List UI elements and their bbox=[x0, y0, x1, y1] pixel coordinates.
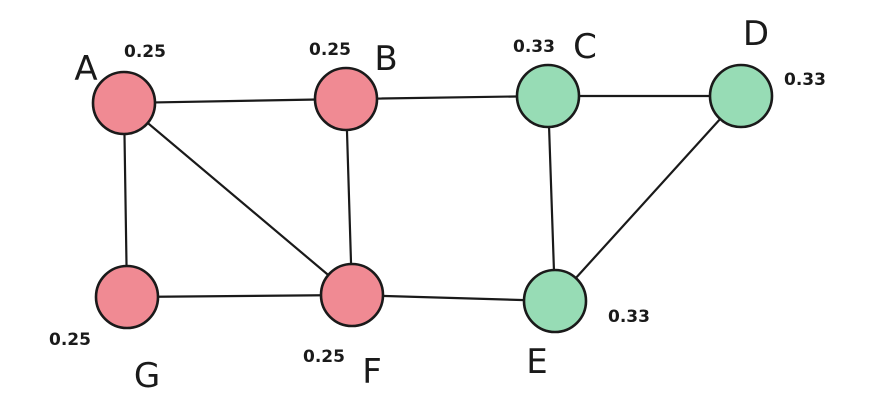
node-circle-e bbox=[522, 268, 588, 334]
node-value-g: 0.25 bbox=[49, 330, 91, 350]
edge-a-b bbox=[122, 97, 348, 105]
edge-b-f bbox=[344, 97, 354, 297]
node-label-d: D bbox=[743, 14, 769, 54]
node-label-e: E bbox=[526, 342, 547, 382]
node-value-a: 0.25 bbox=[124, 42, 166, 62]
edge-b-c bbox=[344, 94, 550, 101]
node-value-f: 0.25 bbox=[303, 347, 345, 367]
node-value-b: 0.25 bbox=[309, 40, 351, 60]
node-value-e: 0.33 bbox=[608, 307, 650, 327]
node-circle-c bbox=[515, 63, 581, 129]
edge-f-e bbox=[350, 293, 557, 303]
node-circle-g bbox=[94, 264, 160, 330]
edge-g-f bbox=[125, 293, 354, 299]
edge-a-f bbox=[122, 101, 354, 297]
node-e: E 0.33 bbox=[522, 268, 650, 382]
edge-c-e bbox=[546, 94, 557, 303]
node-label-g: G bbox=[134, 356, 160, 396]
node-a: A 0.25 bbox=[74, 42, 166, 136]
node-b: B 0.25 bbox=[309, 39, 398, 132]
node-g: G 0.25 bbox=[49, 264, 160, 396]
node-label-b: B bbox=[374, 39, 397, 79]
node-circle-a bbox=[91, 70, 157, 136]
node-value-d: 0.33 bbox=[784, 70, 826, 90]
node-circle-f bbox=[319, 262, 385, 328]
node-c: C 0.33 bbox=[513, 27, 597, 129]
node-circle-b bbox=[313, 66, 379, 132]
node-label-f: F bbox=[362, 352, 382, 392]
node-label-c: C bbox=[573, 27, 597, 67]
node-label-a: A bbox=[74, 49, 97, 89]
edges-layer bbox=[122, 94, 743, 303]
edge-d-e bbox=[553, 94, 743, 303]
node-circle-d bbox=[708, 63, 774, 129]
edge-a-g bbox=[122, 101, 129, 299]
node-value-c: 0.33 bbox=[513, 37, 555, 57]
node-f: F 0.25 bbox=[303, 262, 385, 392]
node-d: D 0.33 bbox=[708, 14, 826, 129]
